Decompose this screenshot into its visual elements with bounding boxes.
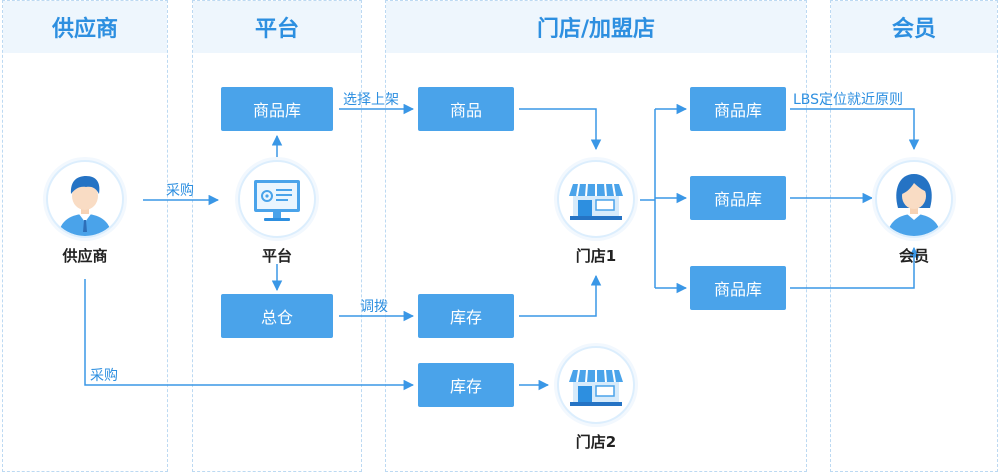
lane-title-member: 会员 [831,1,997,53]
edge-catalog3-to-member [790,246,920,289]
platform-label: 平台 [261,247,293,265]
edge-catalog1-to-member [790,108,920,151]
edge-label-transfer: 调拨 [360,299,388,315]
box-member-catalog-3: 商品库 [690,266,786,310]
store2-node [557,346,635,424]
edge-supplier-to-store2-inventory [84,279,415,391]
store2-label: 门店2 [575,433,617,451]
lane-title-platform: 平台 [193,1,361,53]
box-member-catalog-2: 商品库 [690,176,786,220]
supplier-label: 供应商 [62,247,108,265]
lane-store: 门店/加盟店 [385,0,807,472]
box-platform-catalog: 商品库 [221,87,333,131]
edge-label-purchase-store2: 采购 [90,368,118,384]
lane-member: 会员 [830,0,998,472]
edge-label-lbs-rule: LBS定位就近原则 [793,92,904,108]
lane-platform: 平台 [192,0,362,472]
box-store1-inventory: 库存 [418,294,514,338]
lane-title-supplier: 供应商 [3,1,167,53]
supplier-avatar [46,160,124,238]
lane-title-store: 门店/加盟店 [386,1,806,53]
box-central-warehouse: 总仓 [221,294,333,338]
female-user-icon [887,174,941,236]
store1-node [557,160,635,238]
computer-monitor-icon [254,180,300,221]
member-label: 会员 [898,247,930,265]
male-user-icon [58,176,112,236]
platform-node [238,160,316,238]
box-store2-inventory: 库存 [418,363,514,407]
member-avatar [875,160,953,238]
box-store-goods: 商品 [418,87,514,131]
store1-label: 门店1 [575,247,617,265]
storefront-icon [569,369,623,406]
edge-label-purchase-platform: 采购 [166,183,194,199]
lane-supplier: 供应商 [2,0,168,472]
box-member-catalog-1: 商品库 [690,87,786,131]
storefront-icon [569,183,623,220]
edge-label-select-listing: 选择上架 [343,92,399,108]
edge-goods-to-store1 [519,108,602,151]
edge-inventory-to-store1 [519,274,602,317]
